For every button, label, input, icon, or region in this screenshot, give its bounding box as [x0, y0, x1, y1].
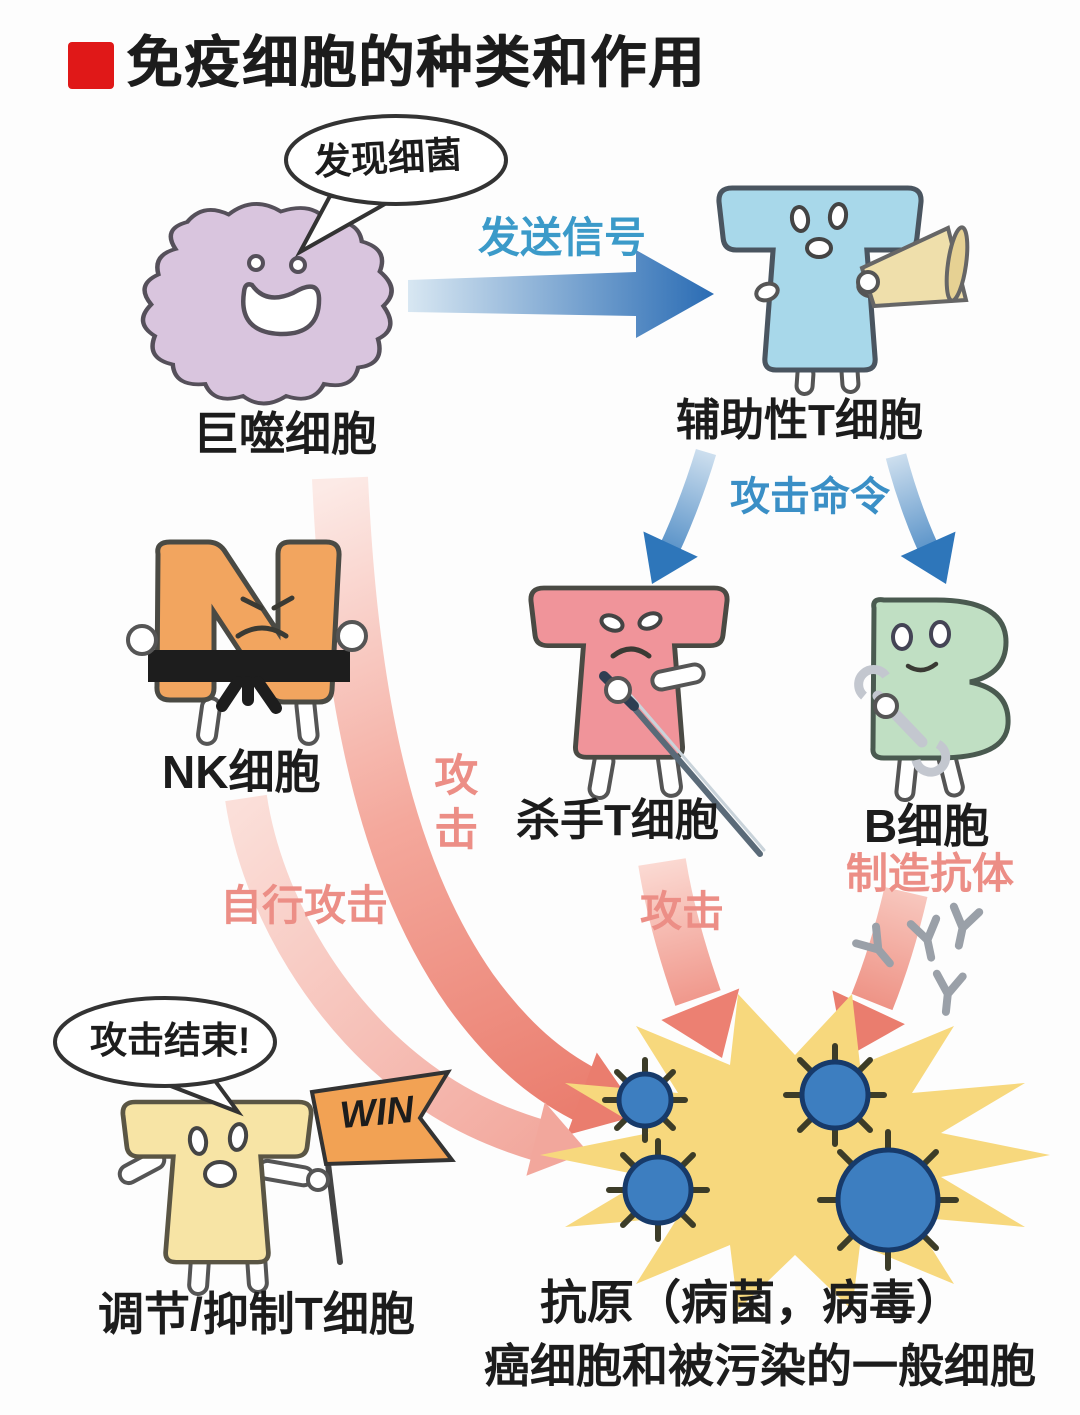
regulatory-t-label: 调节/抑制T细胞	[98, 1288, 415, 1340]
helper-t-label: 辅助性T细胞	[676, 396, 923, 445]
killer-t-character	[531, 588, 766, 857]
antibody-icon	[933, 974, 963, 1014]
antigen-starburst	[540, 994, 1050, 1310]
attack-command-label: 攻击命令	[730, 475, 890, 519]
command-arrow-right	[885, 453, 956, 584]
antigen-label-line1: 抗原（病菌，病毒）	[540, 1276, 963, 1329]
speech-bubble-macrophage	[284, 114, 508, 258]
virus-particle	[602, 1057, 688, 1143]
regulatory-speech-text: 攻击结束!	[90, 1020, 251, 1061]
regulatory-t-character	[117, 1069, 456, 1296]
send-signal-arrow	[408, 250, 714, 338]
speech-bubble-regulatory	[53, 996, 277, 1117]
self-attack-label: 自行攻击	[220, 882, 389, 929]
b-cell-character	[854, 597, 1011, 803]
virus-particle	[606, 1138, 710, 1242]
title-bullet	[68, 42, 114, 89]
nk-label: NK细胞	[162, 746, 321, 798]
b-cell-label: B细胞	[864, 800, 990, 852]
macrophage-label: 巨噬细胞	[193, 408, 377, 460]
macrophage-character	[140, 202, 394, 406]
attack-killer-label: 攻击	[640, 888, 725, 935]
antigen-label-line2: 癌细胞和被污染的一般细胞	[484, 1340, 1036, 1392]
macrophage-speech-text: 发现细菌	[312, 134, 463, 183]
attack-macrophage-label: 攻击	[427, 752, 477, 860]
killer-t-label: 杀手T细胞	[516, 796, 719, 845]
win-flag-text: WIN	[338, 1088, 416, 1138]
virus-particle	[817, 1129, 959, 1271]
wrench-icon	[854, 665, 951, 777]
win-flag	[309, 1069, 456, 1265]
sword-icon	[599, 671, 766, 857]
belt	[148, 650, 350, 714]
nk-character	[126, 539, 368, 746]
virus-particle	[783, 1043, 887, 1147]
page-title: 免疫细胞的种类和作用	[126, 31, 706, 94]
send-signal-label: 发送信号	[478, 214, 647, 261]
attack-arrow-killer-t	[638, 858, 740, 1058]
command-arrow-left	[643, 448, 717, 584]
helper-t-character	[719, 188, 970, 396]
megaphone-icon	[856, 225, 970, 309]
antibody-icon	[946, 907, 979, 949]
make-antibody-label: 制造抗体	[846, 850, 1015, 897]
